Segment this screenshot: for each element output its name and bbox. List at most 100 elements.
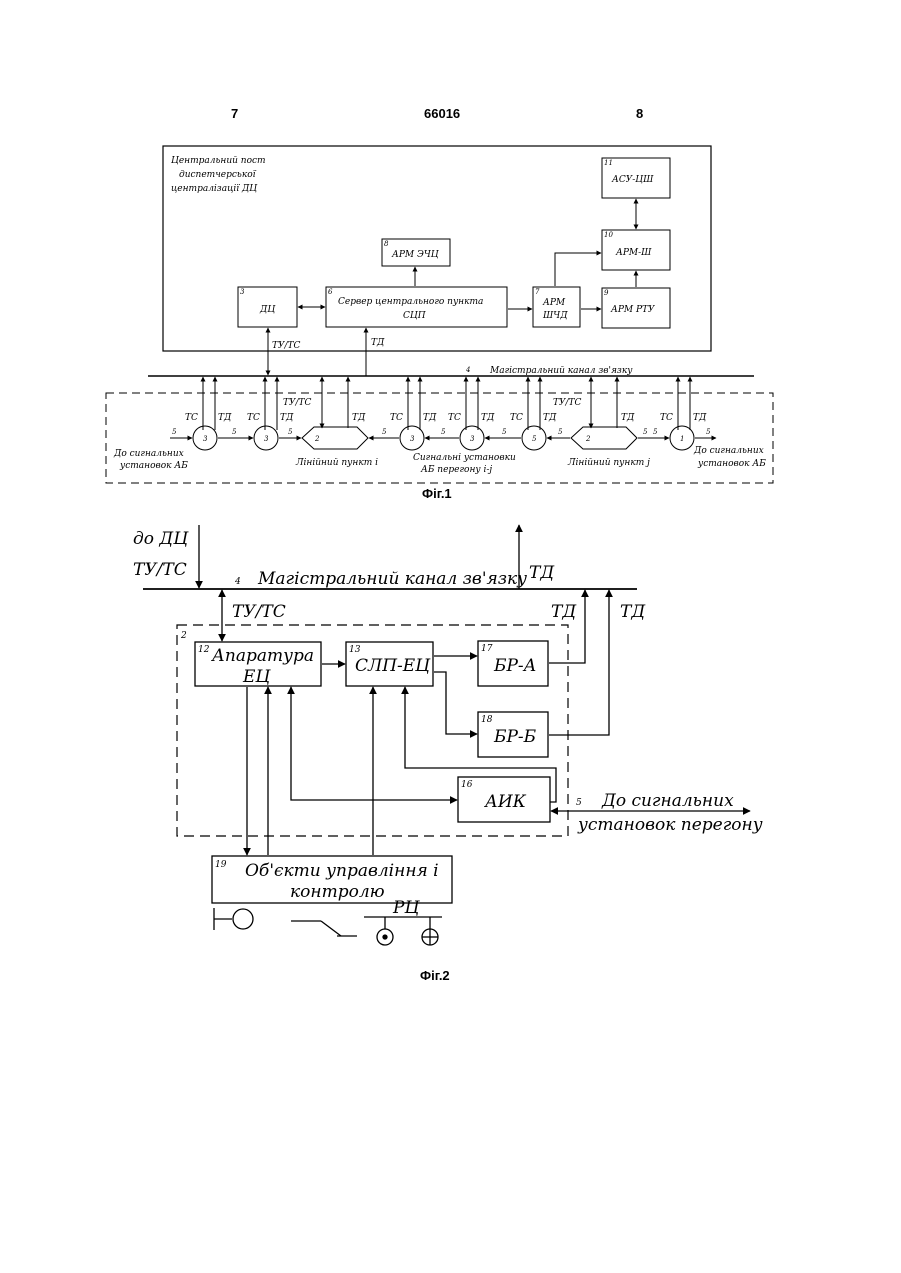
fig2-td-b: ТД <box>620 602 646 622</box>
link-num: 5 <box>653 428 658 436</box>
line-point-j-shape <box>571 427 637 449</box>
fig1-trunk-num: 4 <box>465 366 470 374</box>
fig2-trunk-num: 4 <box>234 577 241 587</box>
fig2-td-top: ТД <box>529 563 555 583</box>
ts-label: ТС <box>660 413 673 423</box>
link-num: 5 <box>441 428 446 436</box>
line-point-j-label: Лінійний пункт j <box>567 458 650 468</box>
fig2-tu-ts-mid: ТУ/ТС <box>232 602 286 622</box>
dc-label: ДЦ <box>259 305 276 315</box>
link-num: 5 <box>502 428 507 436</box>
node-num: 1 <box>680 435 684 443</box>
arm-rtu-label: АРМ РТУ <box>610 305 656 315</box>
link-num: 5 <box>172 428 177 436</box>
node-num: 3 <box>470 435 475 443</box>
line-point-i-label: Лінійний пункт і <box>295 458 378 468</box>
link-num: 5 <box>558 428 563 436</box>
link-num: 5 <box>382 428 387 436</box>
arm-shchd-label-1: АРМ <box>542 298 566 308</box>
dc-tu-ts-label: ТУ/ТС <box>272 341 301 351</box>
signal-installations-2: АБ перегону і-j <box>420 465 492 475</box>
ts-label: ТС <box>510 413 523 423</box>
arm-echc-num: 8 <box>384 240 389 248</box>
link-num: 5 <box>232 428 237 436</box>
aik-label: АИК <box>484 792 527 812</box>
arm-echc-label: АРМ ЭЧЦ <box>391 250 440 260</box>
line-i-tu-ts: ТУ/ТС <box>283 398 312 408</box>
right-edge-label-1: До сигнальних <box>693 446 764 456</box>
td-label: ТД <box>693 413 707 423</box>
central-post-label-2: диспетчерської <box>179 170 257 180</box>
to-signals-label-2: установок перегону <box>577 815 763 835</box>
bra-trunk-link <box>549 590 585 663</box>
fig2-td-a: ТД <box>551 602 577 622</box>
right-edge-label-2: установок АБ <box>697 459 766 469</box>
td-label: ТД <box>352 413 366 423</box>
node-num: 5 <box>532 435 537 443</box>
signal-installations-1: Сигнальні установки <box>413 453 516 463</box>
fig2-caption: Фіг.2 <box>420 968 450 983</box>
slp-label: СЛП-ЕЦ <box>355 656 431 676</box>
td-label: ТД <box>218 413 232 423</box>
fig2-tu-ts-top: ТУ/ТС <box>133 560 187 580</box>
server-num: 6 <box>328 288 333 296</box>
ts-label: ТС <box>390 413 403 423</box>
node-num: 3 <box>410 435 415 443</box>
rc-label: РЦ <box>392 898 420 918</box>
fig2-trunk-label: Магістральний канал зв'язку <box>257 569 527 589</box>
left-edge-label-2: установок АБ <box>119 461 188 471</box>
objects-num: 19 <box>215 860 227 870</box>
fig1-caption: Фіг.1 <box>422 486 452 501</box>
line-point-num: 2 <box>585 435 591 443</box>
link-num: 5 <box>706 428 711 436</box>
dc-num: 3 <box>240 288 245 296</box>
apparatus-label-1: Апаратура <box>211 646 314 666</box>
central-post-label-1: Центральний пост <box>171 156 266 166</box>
ts-label: ТС <box>185 413 198 423</box>
td-label: ТД <box>423 413 437 423</box>
fig1-trunk-label: Магістральний канал зв'язку <box>489 366 633 376</box>
link-num: 5 <box>643 428 648 436</box>
objects-label-2: контролю <box>290 882 385 902</box>
asu-num: 11 <box>604 159 613 167</box>
arm-shchd-num: 7 <box>535 288 540 296</box>
arm-shchd-label-2: ШЧД <box>542 311 568 321</box>
td-label: ТД <box>481 413 495 423</box>
central-post-label-3: централізації ДЦ <box>171 184 258 194</box>
asu-label: АСУ-ЦШ <box>611 175 654 185</box>
br-b-num: 18 <box>481 715 493 725</box>
apparatus-aik-link <box>291 687 457 800</box>
fig2-text: до ДЦ ТУ/ТС ТД 4 Магістральний канал зв'… <box>133 529 763 918</box>
arm-sh-label: АРМ-Ш <box>615 248 652 258</box>
slp-brb-link <box>434 672 477 734</box>
td-label: ТД <box>280 413 294 423</box>
slp-num: 13 <box>349 645 361 655</box>
node-num: 3 <box>264 435 269 443</box>
fig1 <box>106 146 773 483</box>
to-dc-label: до ДЦ <box>133 529 189 549</box>
server-td-label: ТД <box>371 338 385 348</box>
left-edge-label-1: До сигнальних <box>113 449 184 459</box>
objects-label-1: Об'єкти управління і <box>245 861 439 881</box>
line-j-tu-ts: ТУ/ТС <box>553 398 582 408</box>
line-point-num: 2 <box>314 435 320 443</box>
server-label-2: СЦП <box>403 311 426 321</box>
ts-label: ТС <box>247 413 260 423</box>
node-num: 3 <box>203 435 208 443</box>
shchd-armsh-link <box>555 253 601 286</box>
aik-num: 16 <box>461 780 473 790</box>
ts-label: ТС <box>448 413 461 423</box>
server-label-1: Сервер центрального пункта <box>338 297 483 307</box>
apparatus-num: 12 <box>198 645 210 655</box>
line-point-i-shape <box>302 427 368 449</box>
arm-rtu-num: 9 <box>604 289 609 297</box>
td-label: ТД <box>543 413 557 423</box>
container-num: 2 <box>180 631 187 641</box>
apparatus-label-2: ЕЦ <box>242 667 271 687</box>
br-b-label: БР-Б <box>493 727 537 747</box>
node-trunk-links <box>203 377 690 430</box>
td-label: ТД <box>621 413 635 423</box>
to-signals-num: 5 <box>576 798 582 808</box>
